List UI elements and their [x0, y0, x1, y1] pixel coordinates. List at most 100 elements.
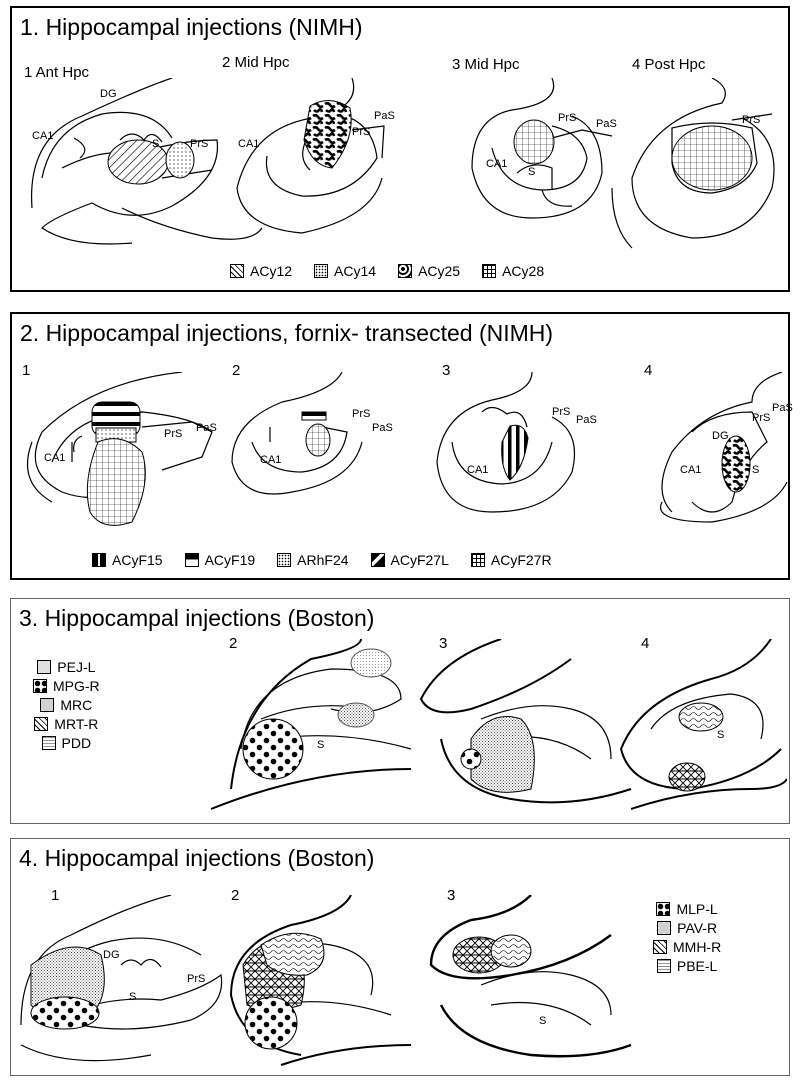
region-label-prs: PrS [190, 138, 208, 150]
region-label-ca1: CA1 [260, 454, 281, 466]
region-label-prs: PrS [742, 114, 760, 126]
legend-item: ACy12 [230, 263, 292, 279]
legend-item: ACyF27L [371, 552, 449, 568]
legend-swatch [92, 553, 106, 567]
region-label-dg: DG [103, 949, 120, 961]
legend-swatch [371, 553, 385, 567]
region-label-s: S [752, 464, 759, 476]
region-label-prs: PrS [352, 126, 370, 138]
injection-site-acyf27r [306, 424, 330, 456]
panel-boston-injections-a: 3. Hippocampal injections (Boston) PEJ-L… [10, 598, 790, 824]
legend-swatch [314, 264, 328, 278]
injection-site-acyf15 [502, 425, 528, 480]
legend-swatch [656, 902, 670, 916]
legend-label: ACy25 [418, 263, 460, 279]
region-label-prs: PrS [187, 973, 205, 985]
legend-item: ACy14 [314, 263, 376, 279]
injection-site-acyf19 [302, 412, 326, 420]
injection-site-acyf27l [722, 436, 750, 492]
legend-item: ACy28 [482, 263, 544, 279]
region-label-prs: PrS [552, 406, 570, 418]
legend-label: PAV-R [677, 920, 717, 936]
injection-site-mrt-r [669, 763, 705, 791]
panel-title: 1. Hippocampal injections (NIMH) [20, 14, 363, 41]
legend-swatch [277, 553, 291, 567]
legend-item: MMH-R [653, 939, 721, 955]
region-label-dg: DG [712, 430, 729, 442]
section-label: 2 Mid Hpc [222, 54, 290, 71]
legend-swatch [653, 940, 667, 954]
legend-swatch [398, 264, 412, 278]
region-label-ca1: CA1 [32, 130, 53, 142]
region-label-prs: PrS [352, 408, 370, 420]
region-label-ca1: CA1 [486, 158, 507, 170]
region-label-s: S [129, 991, 136, 1003]
legend-swatch [657, 921, 671, 935]
injection-site-mlp-l [245, 997, 297, 1049]
injection-site-mrc [471, 717, 534, 793]
legend-item: ARhF24 [277, 552, 348, 568]
legend-item: ACyF27R [471, 552, 552, 568]
legend-swatch [471, 553, 485, 567]
region-label-prs: PrS [164, 428, 182, 440]
section-label: 3 Mid Hpc [452, 56, 520, 73]
legend: ACyF15 ACyF19 ARhF24 ACyF27L ACyF27R [92, 552, 552, 568]
legend-item: PAV-R [657, 920, 717, 936]
region-label-dg: DG [100, 88, 117, 100]
legend-label: ACyF15 [112, 552, 163, 568]
region-label-ca1: CA1 [238, 138, 259, 150]
region-label-pas: PaS [772, 402, 793, 414]
injection-site-mrc [338, 703, 374, 727]
legend-label: MMH-R [673, 939, 721, 955]
legend-label: ACyF19 [205, 552, 256, 568]
region-label-s: S [317, 739, 324, 751]
hippocampus-drawings [11, 639, 787, 819]
injection-site-acyf27r [87, 439, 145, 526]
injection-site-acy28 [514, 120, 554, 164]
region-label-ca1: CA1 [467, 464, 488, 476]
region-label-s: S [539, 1015, 546, 1027]
panel-fornix-transected: 2. Hippocampal injections, fornix- trans… [10, 312, 790, 580]
legend: MLP-L PAV-R MMH-R PBE-L [653, 901, 721, 974]
panel-title: 3. Hippocampal injections (Boston) [19, 605, 374, 632]
legend-label: ACyF27L [391, 552, 449, 568]
injection-site-mpg-r [243, 719, 303, 779]
legend-label: ACy14 [334, 263, 376, 279]
legend-swatch [657, 959, 671, 973]
injection-site-pej-l [351, 649, 391, 677]
injection-site-pdd [679, 703, 723, 731]
panel-boston-injections-b: 4. Hippocampal injections (Boston) 1 2 3 [10, 838, 790, 1076]
region-label-s: S [528, 166, 535, 178]
region-label-pas: PaS [596, 118, 617, 130]
legend-item: MLP-L [656, 901, 717, 917]
panel-title: 4. Hippocampal injections (Boston) [19, 845, 374, 872]
injection-site-mpg-r [461, 749, 481, 769]
region-label-prs: PrS [752, 412, 770, 424]
region-label-s: S [152, 138, 159, 150]
region-label-prs: PrS [558, 112, 576, 124]
panel-nimh-injections: 1. Hippocampal injections (NIMH) 1 Ant H… [10, 6, 790, 292]
legend-label: MLP-L [676, 901, 717, 917]
legend-item: PBE-L [657, 958, 717, 974]
hippocampus-drawings [12, 78, 788, 253]
legend-item: ACyF15 [92, 552, 163, 568]
region-label-pas: PaS [196, 422, 217, 434]
region-label-ca1: CA1 [680, 464, 701, 476]
section-label: 4 Post Hpc [632, 56, 705, 73]
region-label-pas: PaS [576, 414, 597, 426]
legend-label: ACy28 [502, 263, 544, 279]
region-label-pas: PaS [372, 422, 393, 434]
region-label-pas: PaS [374, 110, 395, 122]
region-label-s: S [717, 729, 724, 741]
legend-label: ACy12 [250, 263, 292, 279]
injection-site-acy28 [672, 126, 752, 190]
legend-label: PBE-L [677, 958, 717, 974]
legend-item: ACy25 [398, 263, 460, 279]
panel-title: 2. Hippocampal injections, fornix- trans… [20, 320, 553, 347]
hippocampus-drawings [11, 895, 631, 1075]
legend-item: ACyF19 [185, 552, 256, 568]
legend-label: ACyF27R [491, 552, 552, 568]
injection-site-mlp-l [31, 997, 99, 1029]
legend-label: ARhF24 [297, 552, 348, 568]
legend-swatch [482, 264, 496, 278]
